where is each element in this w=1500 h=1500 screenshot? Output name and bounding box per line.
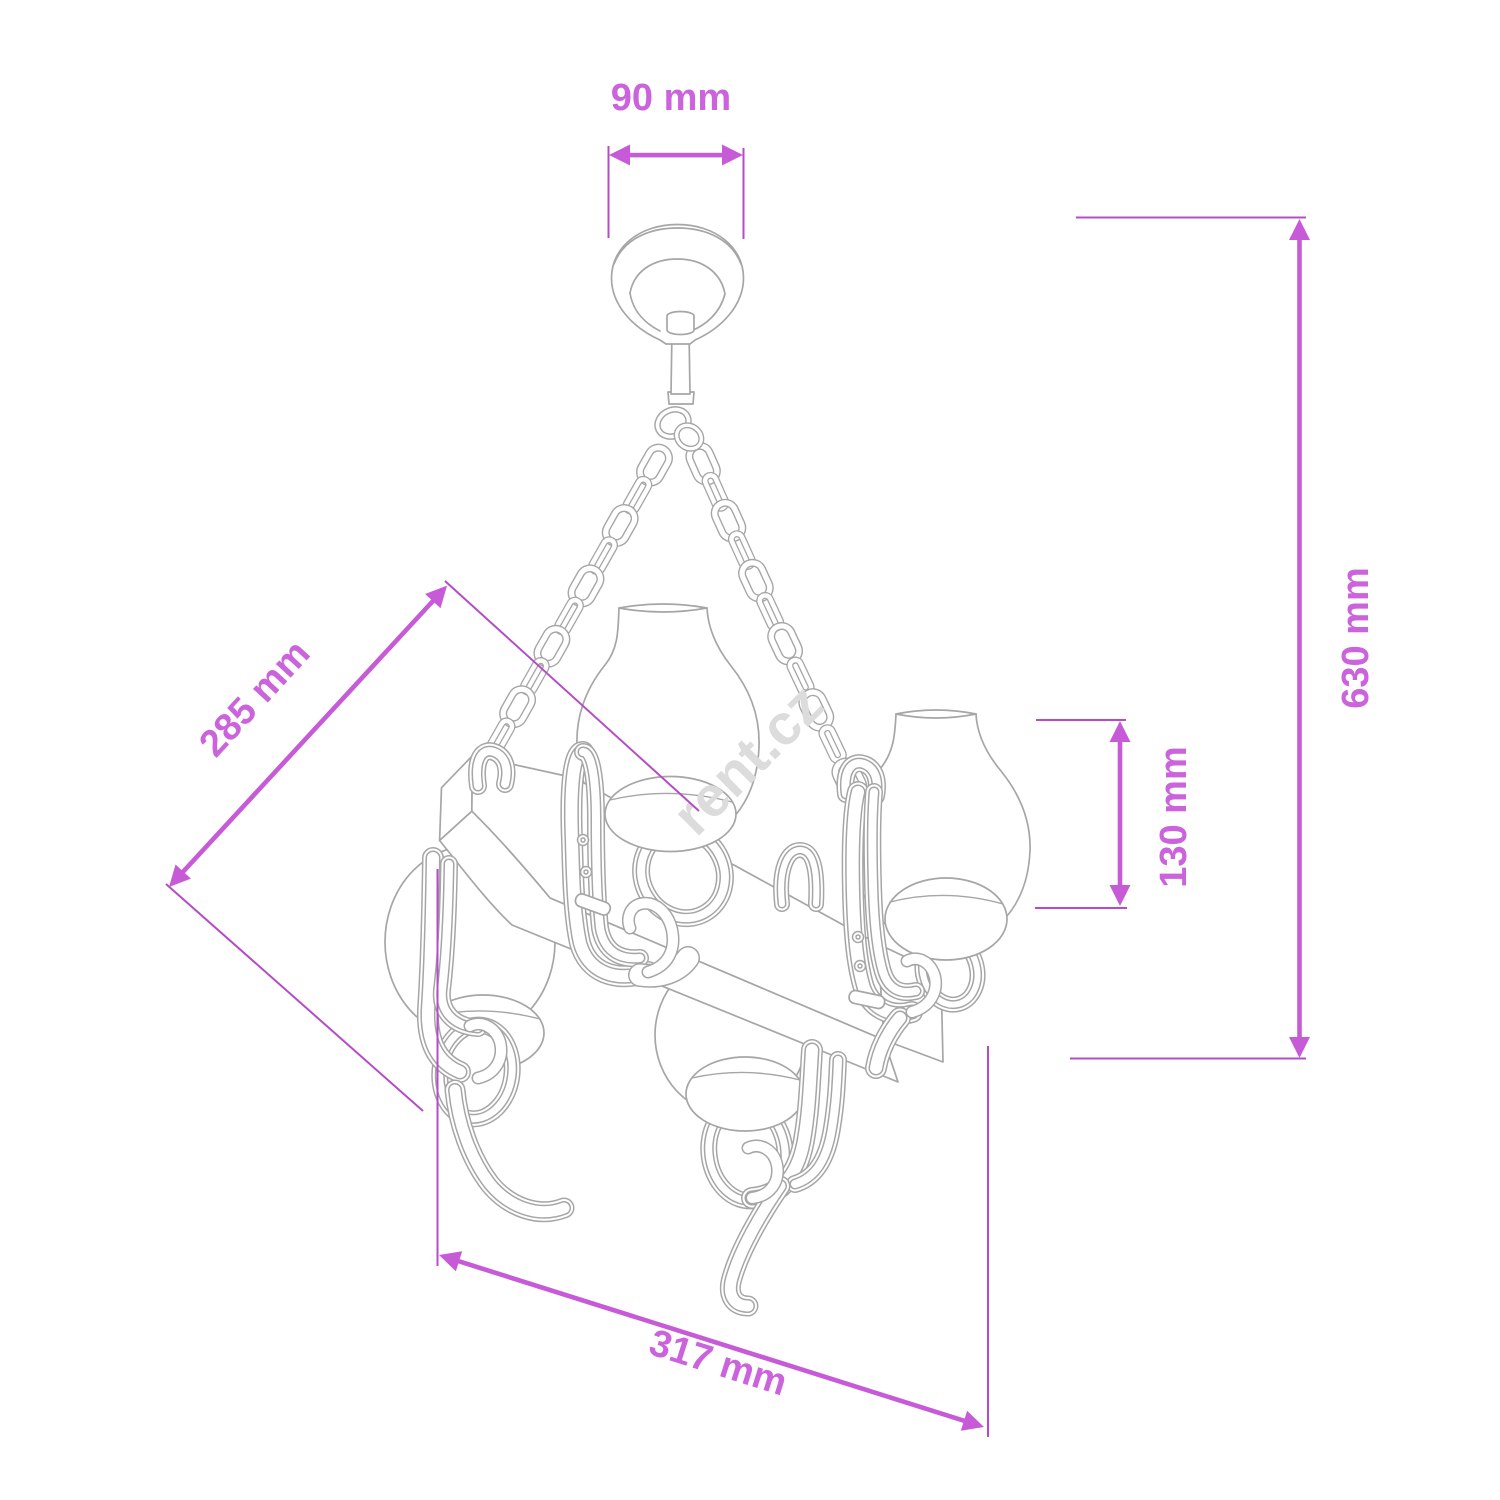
- svg-text:90 mm: 90 mm: [611, 77, 731, 119]
- svg-text:317 mm: 317 mm: [644, 1322, 792, 1405]
- svg-text:630 mm: 630 mm: [1335, 567, 1377, 709]
- svg-text:130 mm: 130 mm: [1153, 746, 1195, 888]
